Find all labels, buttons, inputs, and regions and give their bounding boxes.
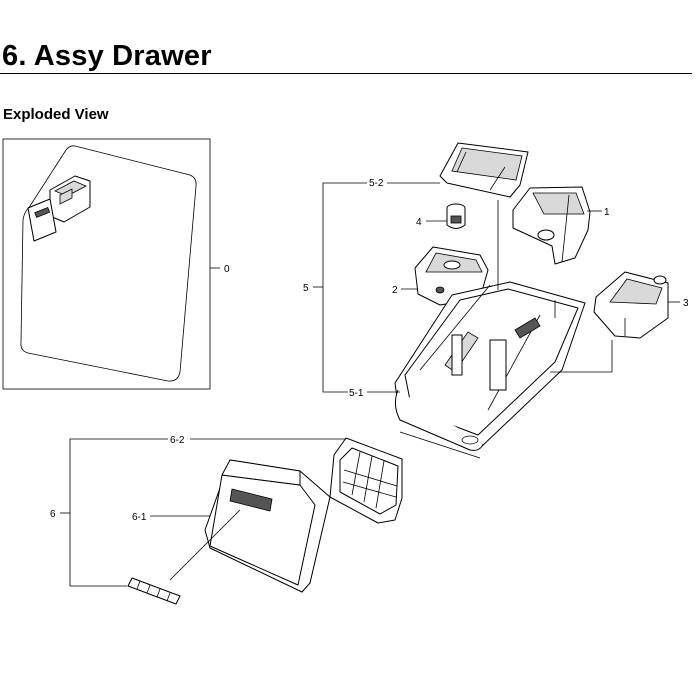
- part-1-tray: [512, 186, 591, 265]
- part-6-2-grid-panel: [329, 437, 403, 524]
- callout-2: 2: [392, 285, 398, 296]
- guide-knob: [169, 509, 241, 581]
- callout-3: 3: [683, 298, 689, 309]
- overview-inset-frame: [2, 138, 211, 390]
- section-subtitle: Exploded View: [3, 106, 109, 123]
- page-title: 6. Assy Drawer: [2, 40, 212, 72]
- callout-0: 0: [224, 264, 230, 275]
- callout-6-1: 6-1: [132, 512, 147, 523]
- part-4-cap: [446, 203, 466, 229]
- callout-5-1: 5-1: [349, 388, 364, 399]
- part-6-1-front-panel: [204, 459, 331, 593]
- title-rule: [0, 73, 692, 74]
- washer-body-outline: [20, 145, 197, 382]
- callout-1: 1: [604, 207, 610, 218]
- callout-6-2: 6-2: [170, 435, 185, 446]
- callout-6: 6: [50, 509, 56, 520]
- callout-5: 5: [303, 283, 309, 294]
- overview-drawer-icon: [27, 175, 91, 242]
- knob-part: [127, 577, 181, 605]
- bracket-6: [69, 438, 168, 587]
- bracket-5: [322, 182, 367, 393]
- callout-4: 4: [416, 217, 422, 228]
- part-2-cup: [414, 246, 489, 306]
- part-5-1-housing: [394, 281, 586, 459]
- part-5-2-tray: [439, 142, 529, 198]
- callout-5-2: 5-2: [369, 178, 384, 189]
- part-3-tray: [593, 271, 669, 339]
